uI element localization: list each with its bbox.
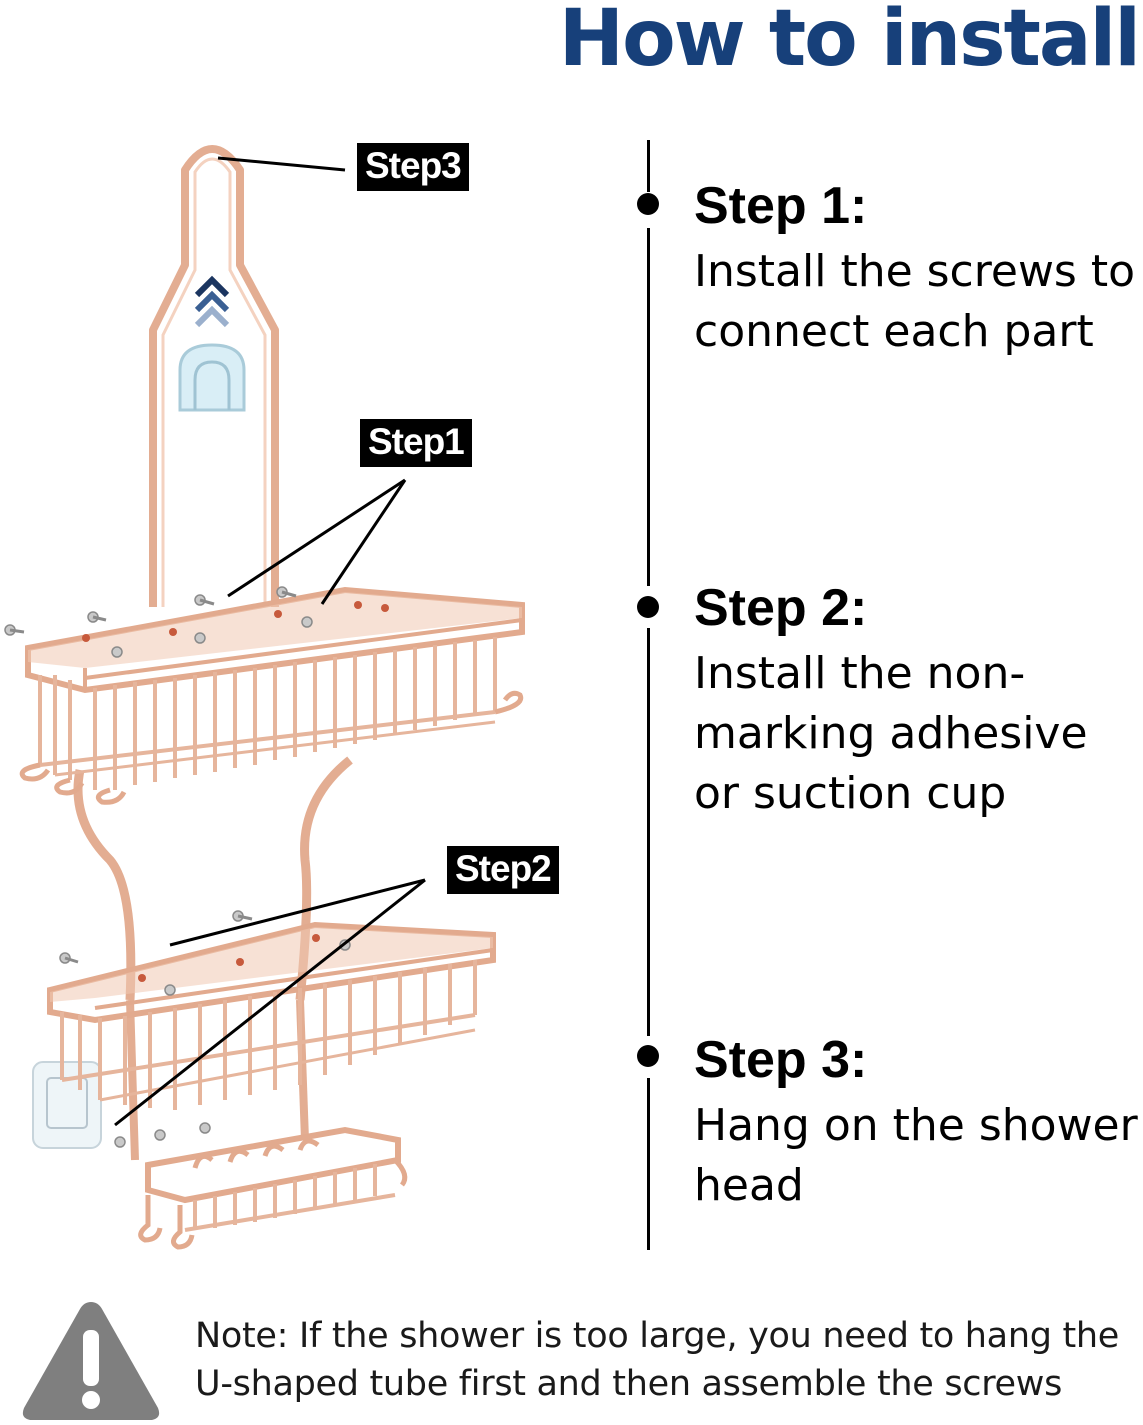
step-title: Step 3: [694,1031,868,1089]
screw-icon [4,586,313,658]
step-description: Install the screws to connect each part [694,246,1136,357]
timeline-line [647,628,650,1036]
timeline-dot [637,1045,659,1067]
step3-label: Step3 [357,143,469,191]
step-1: Step 1: Install the screws to connect ea… [694,176,1143,362]
timeline-dot [637,193,659,215]
timeline-line [647,140,650,192]
chevron-up-icon [194,275,230,328]
adhesive-hook-icon [32,1061,102,1149]
step-description: Install the non-marking adhesive or suct… [694,648,1088,819]
step-2: Step 2: Install the non-marking adhesive… [694,578,1143,824]
suction-hook-icon [178,343,246,412]
step-title: Step 2: [694,579,868,637]
middle-basket [47,910,496,1110]
callout-lines [114,156,426,1127]
timeline-line [647,1078,650,1250]
step-3: Step 3: Hang on the shower head [694,1030,1143,1216]
bottom-basket [114,1122,408,1250]
timeline-dot [637,596,659,618]
warning-icon [22,1302,160,1420]
step-description: Hang on the shower head [694,1100,1138,1211]
step1-label: Step1 [360,419,472,467]
step-title: Step 1: [694,177,868,235]
shower-caddy-illustration [4,145,525,1250]
timeline-line [647,228,650,586]
install-note: Note: If the shower is too large, you ne… [195,1316,1119,1404]
top-basket [4,586,525,805]
page-title: How to install [558,0,1141,84]
step2-label: Step2 [447,846,559,894]
